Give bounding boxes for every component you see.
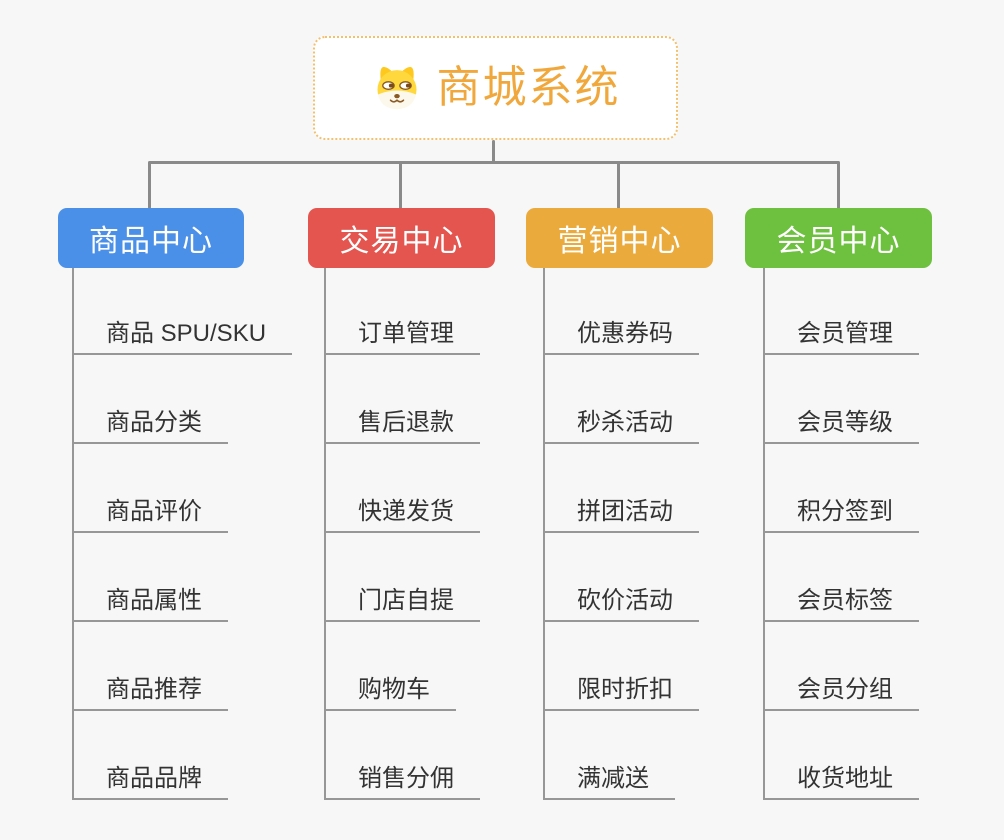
leaf-topic[interactable]: 订单管理: [326, 268, 480, 355]
leaf-topic[interactable]: 商品 SPU/SKU: [74, 268, 293, 355]
leaf-topic[interactable]: 销售分佣: [326, 711, 480, 800]
connector-root-drop: [492, 140, 495, 164]
leaf-topic[interactable]: 商品推荐: [74, 622, 228, 711]
leaf-topic[interactable]: 拼团活动: [545, 444, 699, 533]
connector-drop-branch-3: [617, 162, 620, 209]
leaf-topic[interactable]: 秒杀活动: [545, 355, 699, 444]
leaf-topic[interactable]: 优惠券码: [545, 268, 699, 355]
leaf-topic[interactable]: 满减送: [545, 711, 675, 800]
leaf-topic[interactable]: 商品品牌: [74, 711, 228, 800]
leaf-topic[interactable]: 会员分组: [765, 622, 919, 711]
leaf-topic[interactable]: 收货地址: [765, 711, 919, 800]
leaf-topic[interactable]: 砍价活动: [545, 533, 699, 622]
branch-topic-member-center[interactable]: 会员中心: [745, 208, 932, 268]
shiba-dog-icon: [377, 66, 416, 110]
leaf-topic[interactable]: 积分签到: [765, 444, 919, 533]
leaf-topic[interactable]: 会员标签: [765, 533, 919, 622]
branch-children-member-center: 会员管理 会员等级 积分签到 会员标签 会员分组 收货地址: [763, 268, 919, 800]
connector-horizontal-main: [148, 161, 840, 164]
leaf-topic[interactable]: 商品属性: [74, 533, 228, 622]
connector-drop-branch-1: [148, 162, 151, 209]
branch-topic-trade-center[interactable]: 交易中心: [308, 208, 495, 268]
leaf-topic[interactable]: 快递发货: [326, 444, 480, 533]
leaf-topic[interactable]: 限时折扣: [545, 622, 699, 711]
leaf-topic[interactable]: 会员等级: [765, 355, 919, 444]
leaf-topic[interactable]: 购物车: [326, 622, 456, 711]
leaf-topic[interactable]: 商品分类: [74, 355, 228, 444]
branch-children-product-center: 商品 SPU/SKU 商品分类 商品评价 商品属性 商品推荐 商品品牌: [72, 268, 293, 800]
branch-topic-marketing-center[interactable]: 营销中心: [526, 208, 713, 268]
leaf-topic[interactable]: 商品评价: [74, 444, 228, 533]
branch-topic-product-center[interactable]: 商品中心: [58, 208, 244, 268]
root-topic[interactable]: 商城系统: [313, 36, 678, 140]
leaf-topic[interactable]: 会员管理: [765, 268, 919, 355]
leaf-topic[interactable]: 门店自提: [326, 533, 480, 622]
branch-children-marketing-center: 优惠券码 秒杀活动 拼团活动 砍价活动 限时折扣 满减送: [543, 268, 699, 800]
root-topic-title: 商城系统: [436, 63, 621, 112]
leaf-topic[interactable]: 售后退款: [326, 355, 480, 444]
connector-drop-branch-2: [399, 162, 402, 209]
branch-children-trade-center: 订单管理 售后退款 快递发货 门店自提 购物车 销售分佣: [324, 268, 480, 800]
connector-drop-branch-4: [837, 162, 840, 209]
